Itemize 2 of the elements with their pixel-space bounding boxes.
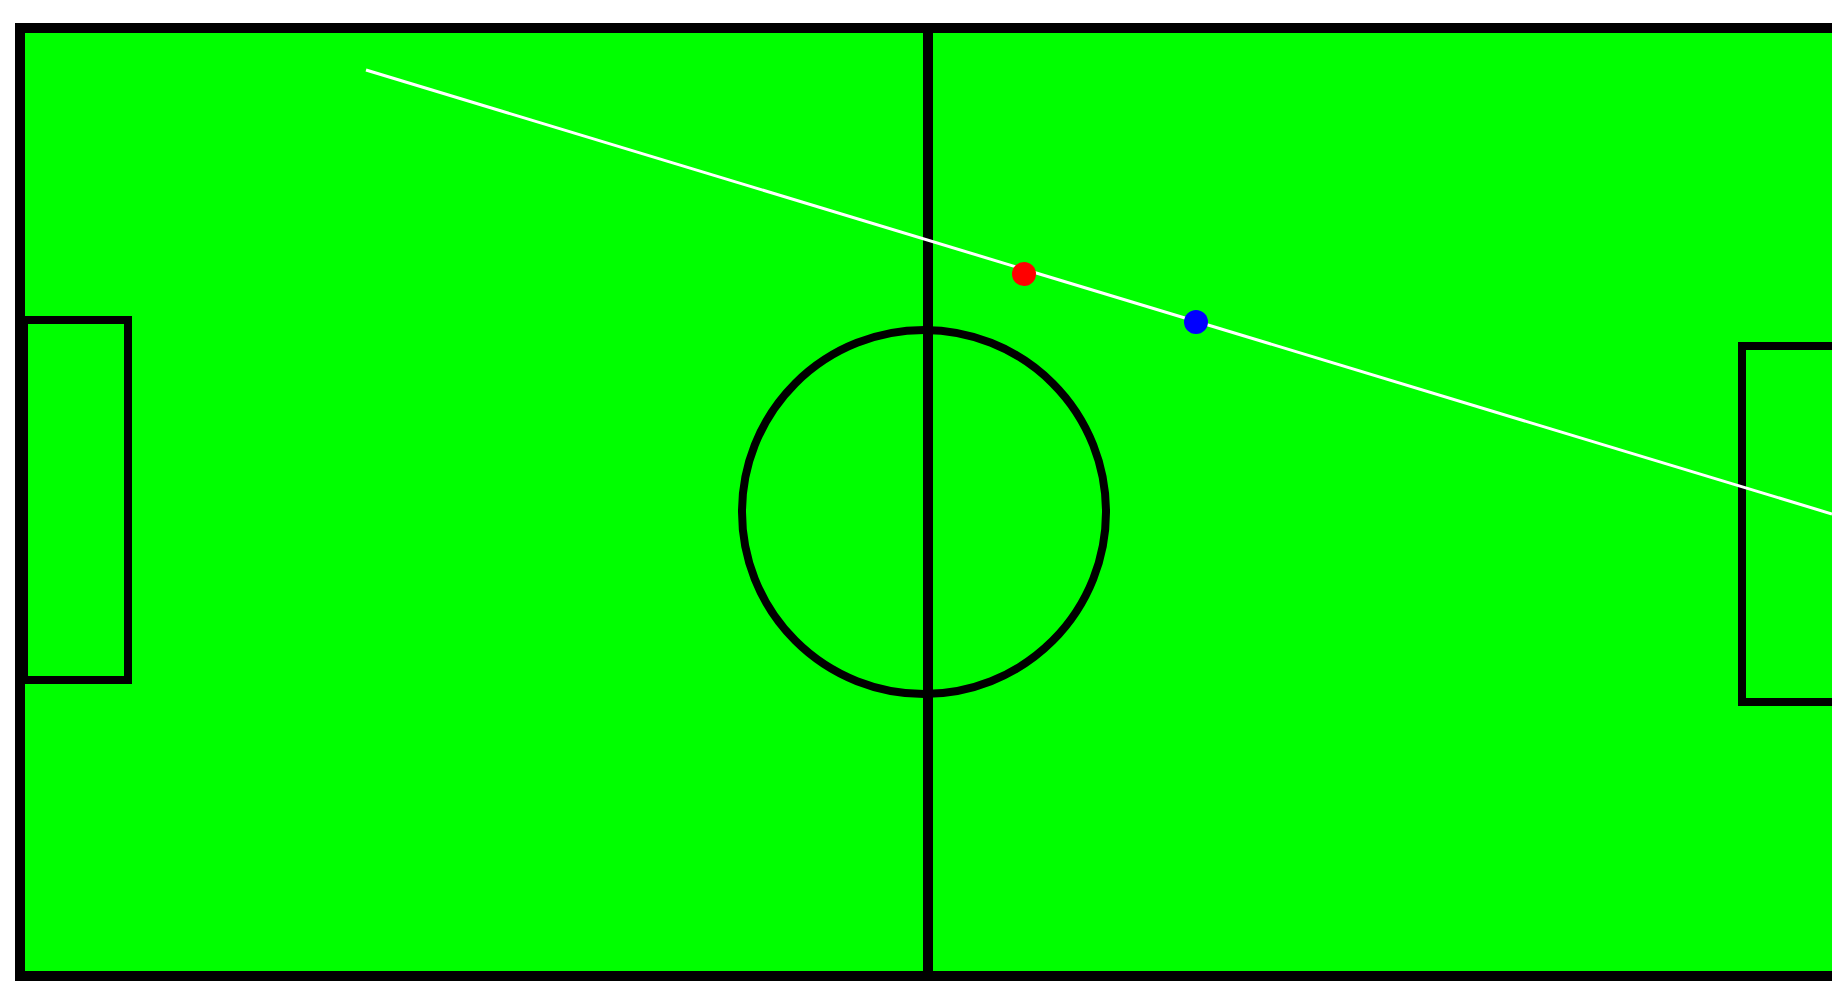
player-dot bbox=[1184, 310, 1208, 334]
ball-dot bbox=[1012, 262, 1036, 286]
